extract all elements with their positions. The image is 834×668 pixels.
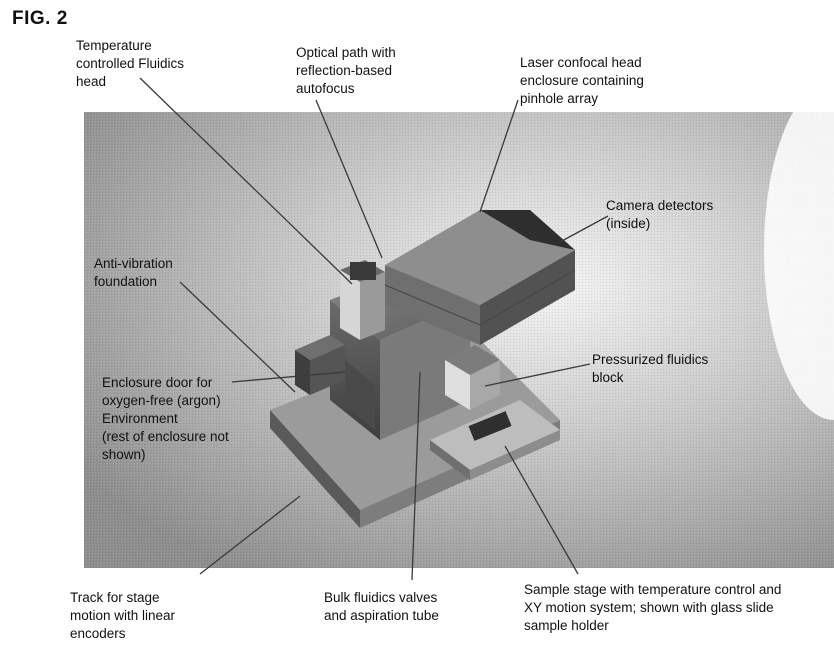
label-pressurized-block: Pressurized fluidics block <box>592 352 709 385</box>
fluidics-block <box>445 345 500 410</box>
label-sample-stage: Sample stage with temperature control an… <box>524 582 782 633</box>
leader-lines <box>139 77 609 581</box>
fluidics-head <box>340 260 385 340</box>
left-equipment <box>295 335 345 395</box>
sample-stage <box>430 400 560 480</box>
label-camera-detectors: Camera detectors (inside) <box>606 198 714 231</box>
confocal-head-box <box>384 210 576 345</box>
label-track: Track for stage motion with linear encod… <box>70 590 176 641</box>
label-anti-vibration: Anti-vibration foundation <box>94 256 173 289</box>
label-confocal-head: Laser confocal head enclosure containing… <box>520 55 644 106</box>
label-bulk-valves: Bulk fluidics valves and aspiration tube <box>324 590 439 623</box>
label-enclosure-door: Enclosure door for oxygen-free (argon) E… <box>102 375 229 462</box>
label-fluidics-head: Temperature controlled Fluidics head <box>76 38 185 89</box>
label-optical-path: Optical path with reflection-based autof… <box>296 45 396 96</box>
figure-title: FIG. 2 <box>12 8 68 29</box>
